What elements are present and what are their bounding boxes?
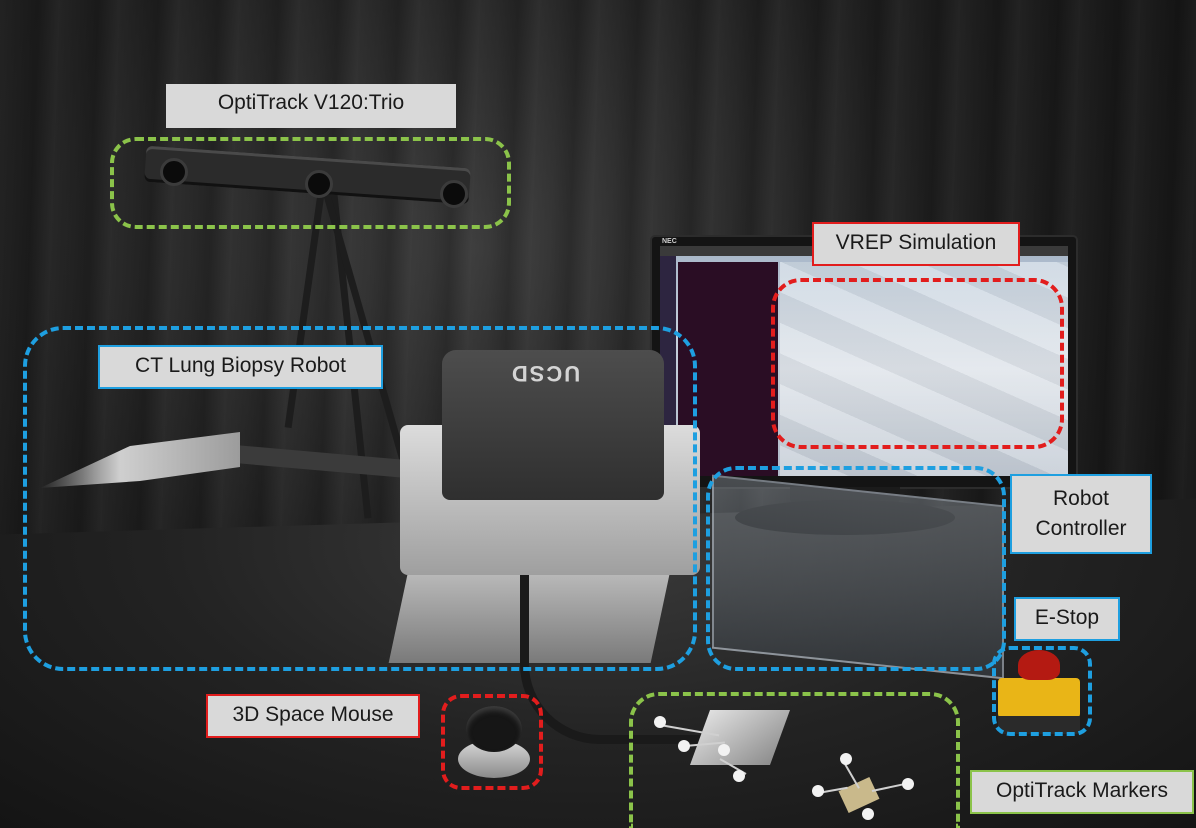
camera-lens-icon [440,180,468,208]
optitrack-trio-label: OptiTrack V120:Trio [166,84,456,128]
robot-controller-label-line1: Robot [1052,487,1110,510]
robot-controller-label-line2: Controller [1035,517,1127,540]
space-mouse-cap [466,706,522,752]
screen-dock [660,256,676,476]
camera-lens-icon [305,170,333,198]
marker-ball-icon [733,770,745,782]
robot-cover [442,350,664,500]
marker-ball-icon [718,744,730,756]
monitor-screen [660,246,1068,476]
marker-ball-icon [840,753,852,765]
monitor-base [735,500,955,535]
optitrack-trio-outline [110,137,511,229]
robot-controller-label: Robot Controller [1010,474,1152,554]
robot-controller-outline [706,466,1006,671]
vrep-simulation-outline [771,278,1064,449]
marker-ball-icon [678,740,690,752]
vrep-simulation-label: VREP Simulation [812,222,1020,266]
estop-base [998,716,1080,734]
camera-lens-icon [160,158,188,186]
space-mouse-label: 3D Space Mouse [206,694,420,738]
robot-cable-bundle [520,575,719,744]
optitrack-markers-outline [629,692,960,828]
space-mouse-outline [441,694,543,790]
marker-ball-icon [902,778,914,790]
ct-robot-outline [23,326,697,671]
estop-button-icon [1018,650,1060,680]
estop-housing [998,678,1080,718]
optitrack-markers-label: OptiTrack Markers [970,770,1194,814]
marker-ball-icon [812,785,824,797]
estop-outline [992,646,1092,736]
monitor-brand: NEC [662,238,677,245]
vrep-sim-view [780,262,1068,476]
ct-robot-label: CT Lung Biopsy Robot [98,345,383,389]
marker-ball-icon [862,808,874,820]
estop-label: E-Stop [1014,597,1120,641]
